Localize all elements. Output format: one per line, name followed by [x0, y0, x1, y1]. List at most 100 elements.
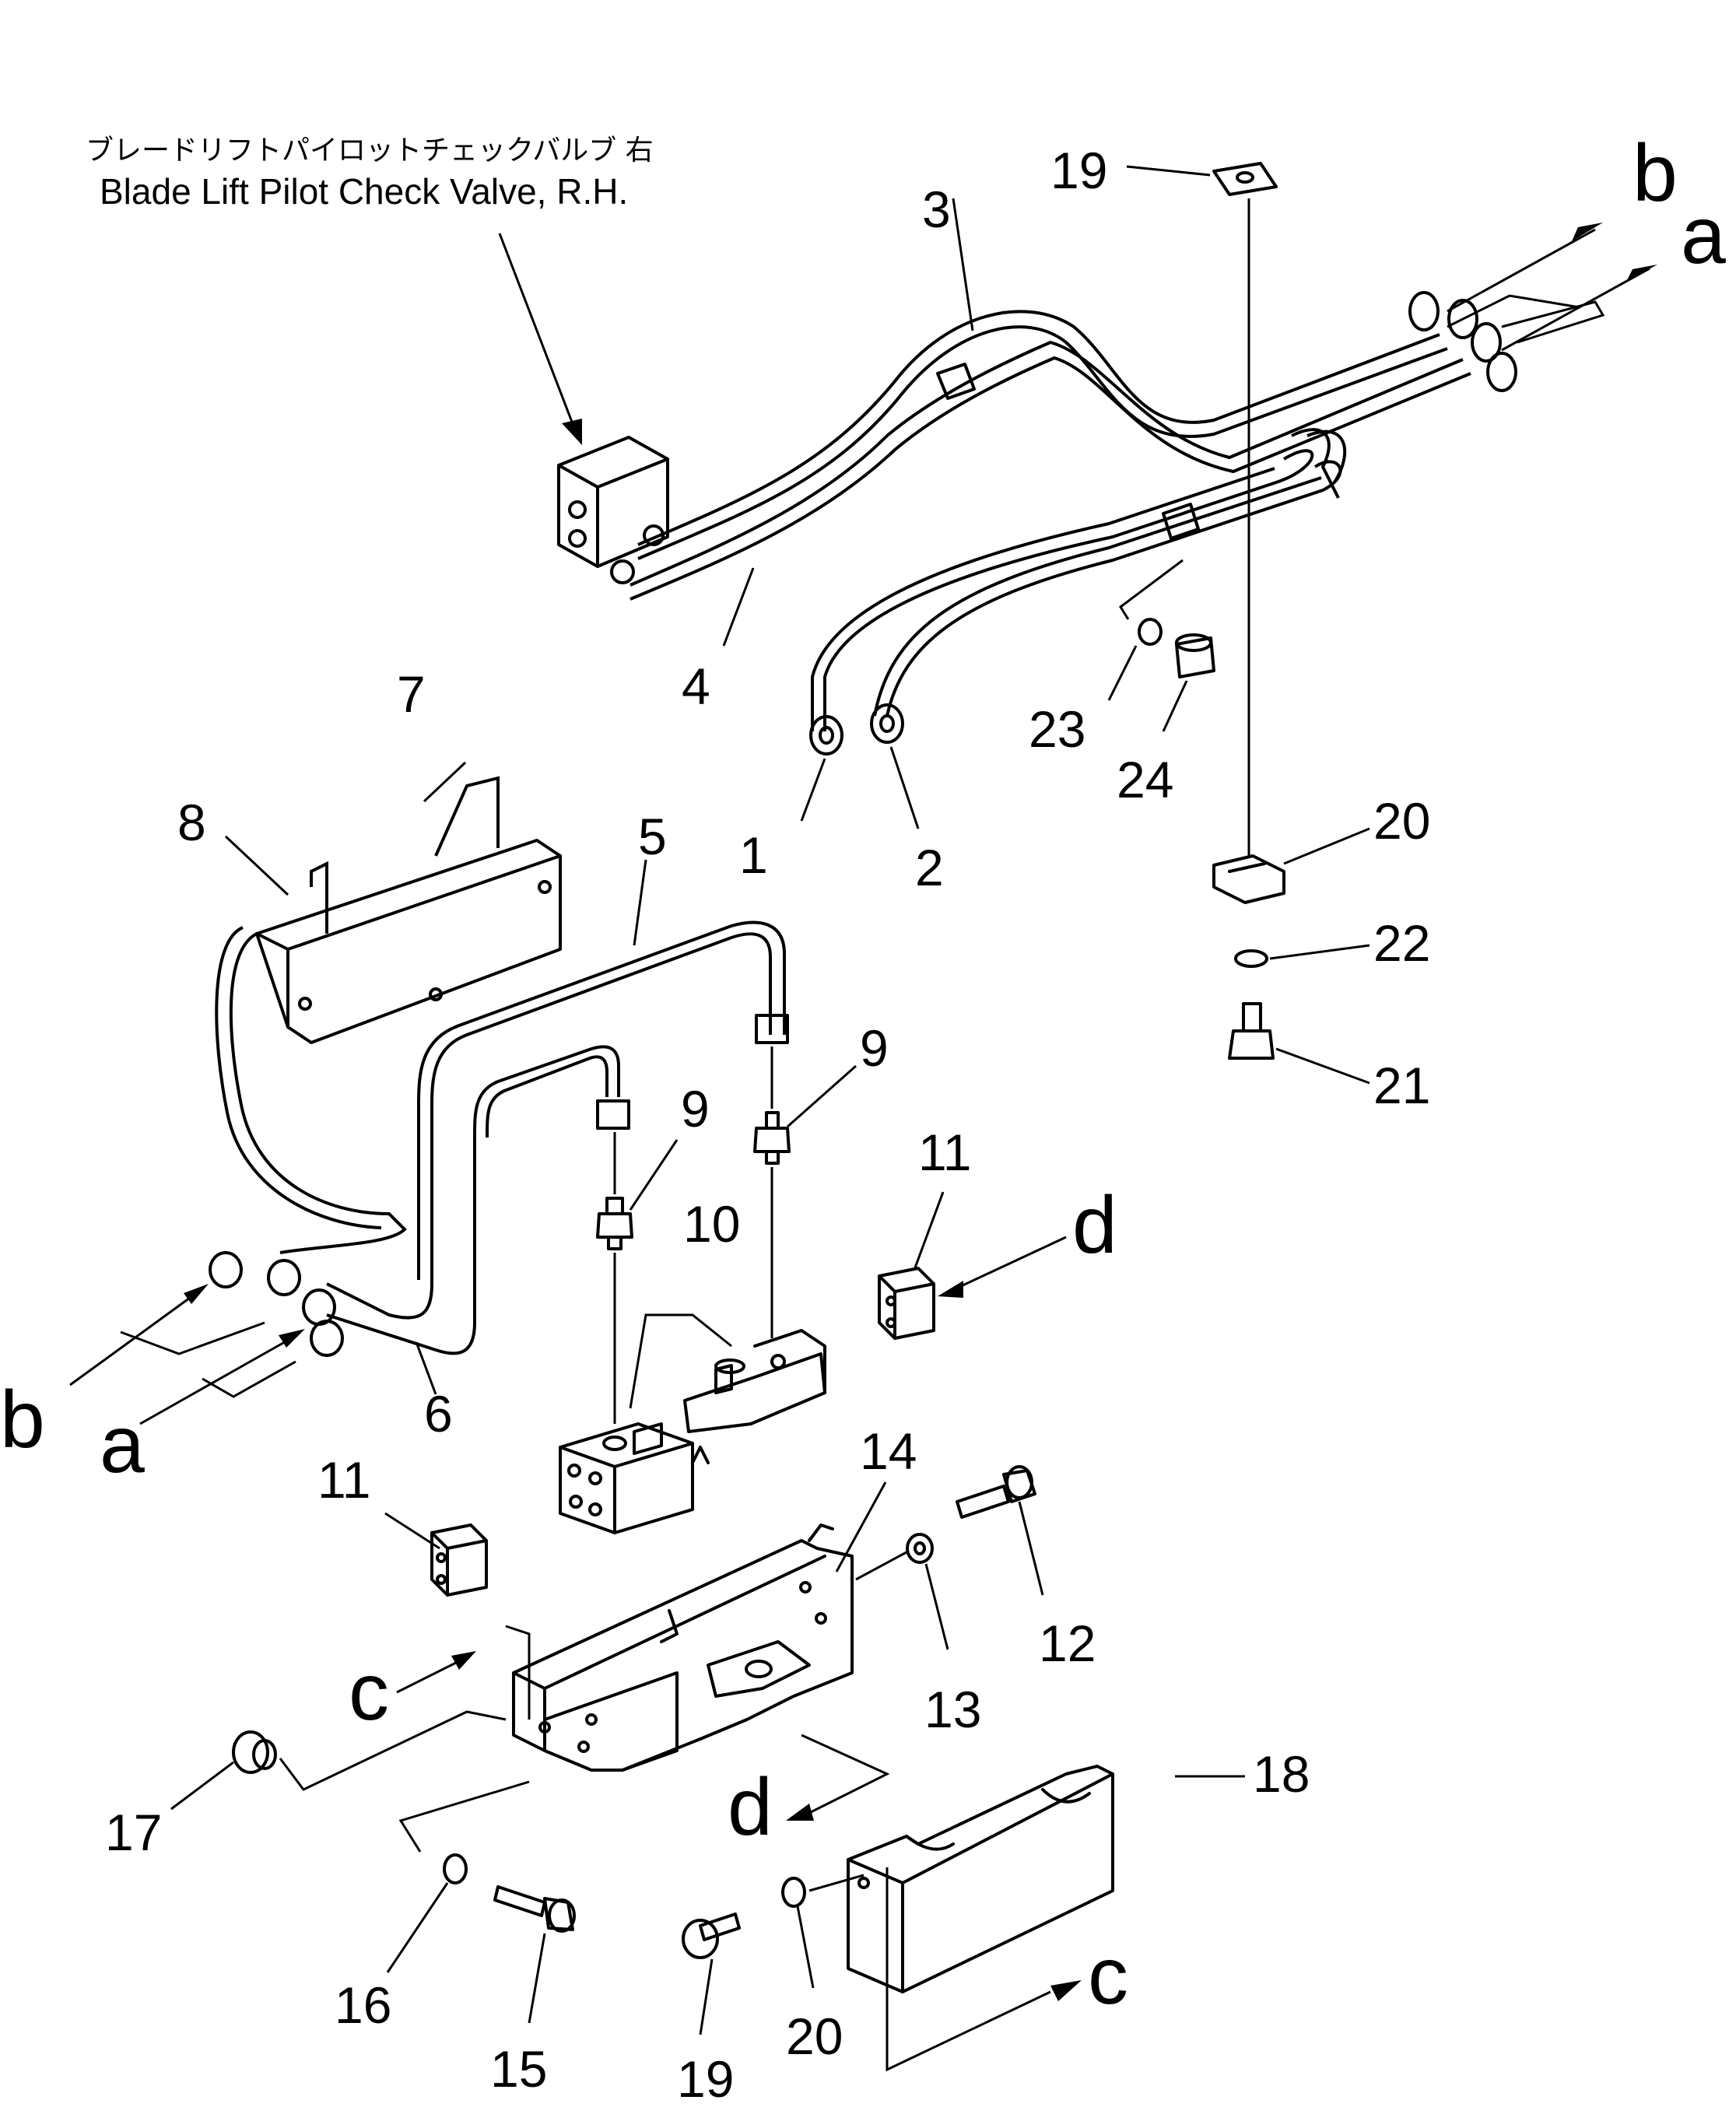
leader-5: [633, 859, 647, 946]
block-11-upper: [878, 1267, 935, 1340]
label-4: 4: [682, 657, 710, 715]
arrow-d-upper-shaft: [949, 1236, 1067, 1293]
label-3: 3: [922, 181, 951, 238]
label-19: 19: [677, 2050, 734, 2107]
leader-17: [170, 1761, 234, 1811]
leader-25: [1107, 645, 1138, 701]
pipe-8: [215, 776, 500, 1254]
pipe-nut-left: [596, 1099, 630, 1130]
letter-d-upper: d: [1072, 1180, 1117, 1271]
pipe-1: [811, 449, 1314, 731]
label-20: 20: [786, 2007, 843, 2065]
label-15: 15: [490, 2040, 547, 2098]
bolt-19: [682, 1912, 741, 1959]
part-26: [1175, 633, 1215, 678]
label-23: 21: [1373, 1057, 1430, 1114]
arrow-b-right-line: [1447, 294, 1580, 328]
part-23: [1228, 1002, 1275, 1060]
cover-18: [847, 1765, 1114, 1993]
label-14: 14: [860, 1422, 917, 1480]
arrow-c-left-bracket: [505, 1625, 531, 1720]
letter-a-right: a: [1681, 191, 1726, 281]
label-18: 18: [1253, 1745, 1310, 1803]
arrow-b-left-bracket: [120, 1321, 265, 1355]
adapter-9-left: [596, 1197, 633, 1250]
label-2: 2: [915, 839, 944, 896]
arrow-a-left-shaft: [139, 1335, 295, 1425]
label-9-left: 9: [681, 1080, 710, 1138]
leader-11-lower: [384, 1512, 440, 1550]
bracket-14: [512, 1523, 854, 1772]
letter-a-left: a: [100, 1400, 145, 1490]
label-11-lower: 11: [317, 1451, 371, 1509]
pipe-clamp-upper: [936, 363, 976, 400]
arrow-b-right-shaft: [1447, 228, 1596, 313]
arrow-c-right-head: [1050, 1980, 1082, 2001]
leader-14: [835, 1481, 887, 1572]
leader-8: [224, 835, 289, 896]
fitting-2: [870, 703, 904, 744]
letter-c-right: c: [1088, 1931, 1128, 2021]
leader-22: [1283, 827, 1370, 865]
leader-3: [952, 198, 974, 331]
adapter-9-right: [753, 1111, 791, 1165]
letter-b-right: b: [1633, 128, 1678, 219]
hairpin-bends: [1291, 428, 1347, 499]
fitting-1: [809, 715, 843, 756]
label-13: 13: [924, 1681, 981, 1738]
left-end-fittings: [209, 1251, 344, 1357]
label-26: 24: [1117, 751, 1173, 808]
part-22: [1212, 854, 1285, 904]
arrow-b-left-head: [184, 1284, 209, 1304]
label-16: 16: [335, 1976, 391, 2034]
letter-d-lower: d: [728, 1762, 773, 1853]
block-11-lower: [430, 1523, 488, 1597]
pipe-4: [630, 340, 1471, 601]
leader-9-right: [787, 1064, 857, 1128]
valve-10-left: [559, 1422, 710, 1534]
arrow-a-left-bracket: [202, 1360, 296, 1398]
pipe-2: [873, 460, 1342, 717]
title-arrowhead: [562, 419, 582, 445]
leader-23: [1275, 1047, 1370, 1085]
label-5: 5: [638, 808, 667, 865]
assembly-line-20: [808, 1874, 864, 1892]
pipe-nut-right: [755, 1014, 789, 1044]
leader-10: [629, 1313, 732, 1409]
label-22: 20: [1373, 792, 1430, 850]
title-leader: [498, 233, 576, 429]
check-valve-body: [557, 436, 669, 584]
arrow-b-right-head: [1572, 223, 1603, 241]
arrow-c-left-shaft: [396, 1656, 468, 1694]
valve-10-right: [633, 1329, 826, 1455]
title-japanese: ブレードリフトパイロットチェックバルブ 右: [86, 135, 654, 167]
arrow-a-right-bracket: [1501, 300, 1605, 344]
part-25: [1138, 618, 1163, 646]
guard-plate-7: [255, 839, 562, 1044]
washer-13: [906, 1533, 934, 1564]
pipe-clamp-lower: [1162, 503, 1200, 540]
part-24: [1234, 949, 1268, 968]
label-9-right: 9: [860, 1019, 889, 1077]
leader-16: [386, 1882, 449, 1973]
label-24: 22: [1373, 914, 1430, 972]
leader-12: [1018, 1501, 1044, 1596]
label-7: 7: [397, 665, 426, 723]
label-6: 6: [424, 1385, 453, 1443]
assembly-line-16: [398, 1780, 530, 1853]
leader-4: [722, 567, 755, 647]
part-21: [1212, 162, 1278, 196]
label-25: 23: [1029, 700, 1085, 758]
title-english: Blade Lift Pilot Check Valve, R.H.: [100, 171, 628, 212]
letter-c-left: c: [349, 1647, 389, 1737]
arrow-a-left-head: [279, 1329, 305, 1348]
bolt-15: [493, 1885, 576, 1933]
label-8: 8: [177, 794, 206, 851]
pipe-6: [326, 1045, 620, 1355]
arrow-c-left-head: [451, 1651, 476, 1670]
washer-16: [443, 1853, 468, 1884]
bolt-12: [956, 1465, 1036, 1519]
washer-20: [781, 1877, 806, 1908]
leader-21: [1126, 165, 1211, 177]
